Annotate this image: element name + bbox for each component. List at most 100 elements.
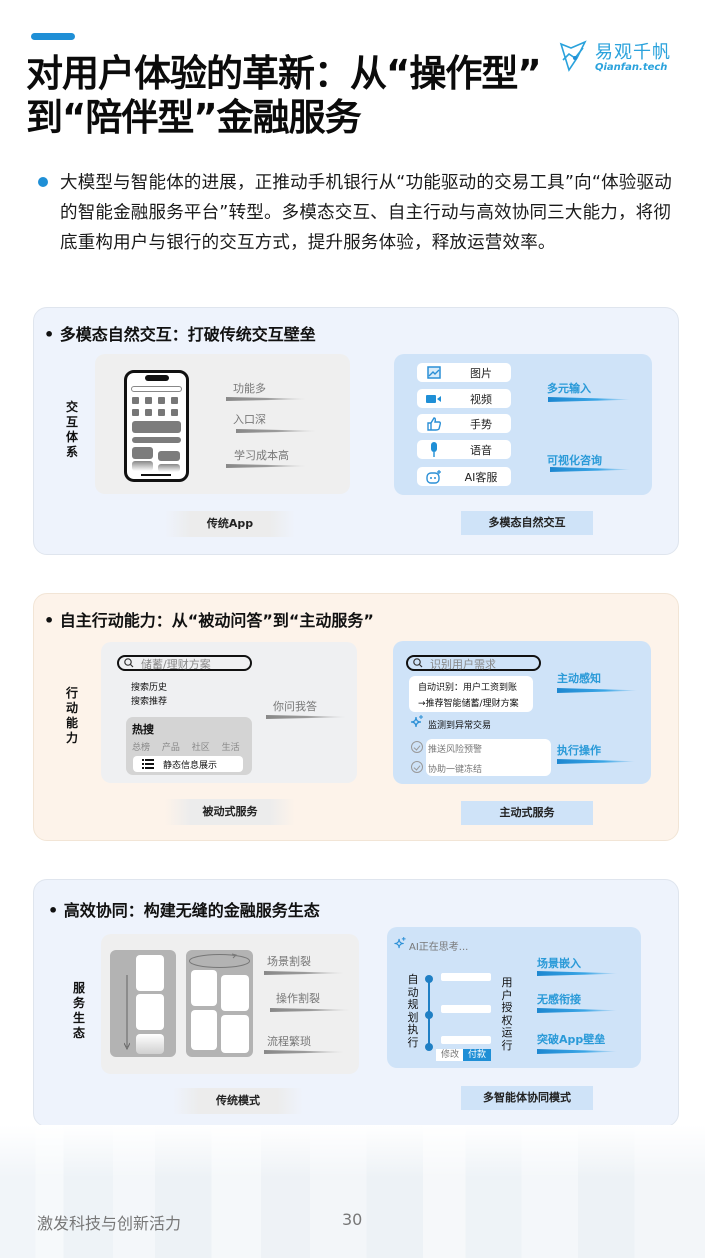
tag-underline — [266, 715, 346, 719]
caption-passive-service: 被动式服务 — [165, 799, 295, 825]
side-label: 交互体系 — [65, 400, 78, 459]
video-icon — [426, 395, 441, 403]
user-auth-label: 用户授权运行 — [501, 976, 513, 1052]
search-icon — [124, 658, 134, 668]
timeline-dot — [425, 975, 433, 983]
side-label: 行动能力 — [65, 686, 78, 745]
monitor-abnormal-text: 监测到异常交易 — [428, 721, 492, 731]
caption-multi-agent: 多智能体协同模式 — [461, 1086, 593, 1110]
title-line-1: 对用户体验的革新：从“操作型” — [26, 52, 542, 95]
intro-paragraph: 大模型与智能体的进展，正推动手机银行从“功能驱动的交易工具”向“体验驱动的智能金… — [60, 173, 672, 253]
tag-operation-split: 操作割裂 — [276, 992, 320, 1005]
page-title: 对用户体验的革新：从“操作型” 到“陪伴型”金融服务 — [26, 52, 586, 140]
logo-text-en: Qianfan.tech — [595, 62, 668, 73]
plan-step-1 — [441, 973, 491, 981]
tag-underline — [226, 464, 306, 468]
footer-text: 激发科技与创新活力 — [37, 1214, 182, 1233]
timeline-dot — [425, 1043, 433, 1051]
section-title: • 自主行动能力：从“被动问答”到“主动服务” — [44, 611, 374, 630]
tag-high-learning-cost: 学习成本高 — [234, 449, 289, 462]
ai-thinking-text: AI正在思考... — [409, 942, 469, 953]
tag-qa: 你问我答 — [273, 700, 317, 713]
bullet-dot — [38, 177, 48, 187]
tag-underline — [226, 397, 306, 401]
tag-break-app-barrier: 突破App壁垒 — [537, 1033, 606, 1046]
hot-search-title: 热搜 — [132, 723, 154, 736]
list-icon — [142, 759, 154, 769]
tag-scene-embed: 场景嵌入 — [537, 957, 581, 970]
tag-underline — [557, 688, 637, 693]
tag-active-perception: 主动感知 — [557, 672, 601, 685]
caption-traditional-app: 传统App — [165, 511, 295, 537]
link-search-recommend[interactable]: 搜索推荐 — [131, 697, 168, 707]
tag-visual-consult: 可视化咨询 — [547, 454, 602, 467]
search-input-passive[interactable]: 储蓄/理财方案 — [117, 655, 252, 671]
action-risk-alert[interactable]: 推送风险预警 — [428, 745, 483, 755]
loop-icon — [189, 953, 250, 968]
search-input-active[interactable]: 识别用户需求 — [406, 655, 541, 671]
arrow-down-icon — [124, 975, 130, 1050]
tag-scene-split: 场景割裂 — [267, 955, 311, 968]
grid-diagram — [186, 950, 253, 1057]
modify-button[interactable]: 修改 — [436, 1049, 464, 1061]
search-icon — [413, 658, 423, 668]
input-option-ai-service[interactable]: AI客服 — [417, 467, 511, 486]
tag-underline — [550, 467, 630, 472]
caption-traditional-mode: 传统模式 — [173, 1088, 303, 1114]
page-number: 30 — [342, 1210, 363, 1229]
link-search-history[interactable]: 搜索历史 — [131, 683, 168, 693]
sparkle-icon — [410, 715, 423, 728]
vertical-flow-diagram — [110, 950, 176, 1057]
hot-search-tabs[interactable]: 总榜 产品 社区 生活 — [132, 743, 240, 753]
tag-deep-entry: 入口深 — [233, 413, 266, 426]
tag-underline — [557, 759, 635, 764]
section-title: • 高效协同：构建无缝的金融服务生态 — [48, 901, 320, 920]
pay-button[interactable]: 付款 — [463, 1049, 491, 1061]
auto-plan-label: 自动规划执行 — [407, 973, 419, 1049]
phone-mockup-icon — [124, 370, 189, 482]
tag-tedious-process: 流程繁琐 — [267, 1035, 311, 1048]
tag-execute: 执行操作 — [557, 744, 601, 757]
auto-detect-box — [409, 676, 533, 712]
tag-many-functions: 功能多 — [233, 382, 266, 395]
tag-underline — [236, 429, 316, 433]
tag-underline — [548, 397, 630, 402]
section-title: • 多模态自然交互：打破传统交互壁垒 — [44, 325, 316, 344]
hot-item-static-info[interactable]: 静态信息展示 — [133, 756, 243, 772]
detect-line-1: 自动识别：用户工资到账 — [418, 683, 518, 693]
microphone-icon — [431, 442, 437, 457]
tag-underline — [270, 1008, 350, 1012]
brand-logo: 易观千帆 Qianfan.tech — [557, 38, 697, 78]
tag-underline — [264, 1050, 344, 1054]
action-one-click-freeze[interactable]: 协助一键冻结 — [428, 765, 483, 775]
sail-logo-icon — [559, 40, 587, 72]
hot-search-panel: 热搜 总榜 产品 社区 生活 静态信息展示 — [126, 717, 252, 775]
action-list-box — [426, 739, 551, 776]
plan-step-3 — [441, 1036, 491, 1044]
ai-bot-icon — [426, 470, 441, 484]
accent-bar — [31, 33, 75, 40]
tag-multi-input: 多元输入 — [547, 382, 591, 395]
tag-underline — [537, 1008, 617, 1013]
check-circle-icon — [411, 761, 423, 773]
thumbs-up-icon — [427, 417, 442, 431]
skyline-background — [0, 1125, 705, 1258]
tag-underline — [537, 971, 617, 976]
caption-active-service: 主动式服务 — [461, 801, 593, 825]
detect-line-2: →推荐智能储蓄/理财方案 — [418, 699, 519, 709]
plan-step-2 — [441, 1005, 491, 1013]
check-circle-icon — [411, 741, 423, 753]
side-label: 服务生态 — [72, 981, 85, 1040]
input-option-image[interactable]: 图片 — [417, 363, 511, 382]
tag-underline — [537, 1049, 617, 1054]
input-option-video[interactable]: 视频 — [417, 389, 511, 408]
tag-underline — [264, 971, 344, 975]
title-line-2: 到“陪伴型”金融服务 — [26, 96, 362, 139]
input-option-voice[interactable]: 语音 — [417, 440, 511, 459]
sparkle-icon — [394, 937, 406, 949]
timeline-dot — [425, 1011, 433, 1019]
tag-seamless: 无感衔接 — [537, 993, 581, 1006]
caption-multimodal: 多模态自然交互 — [461, 511, 593, 535]
logo-text-cn: 易观千帆 — [595, 42, 671, 63]
input-option-gesture[interactable]: 手势 — [417, 414, 511, 433]
